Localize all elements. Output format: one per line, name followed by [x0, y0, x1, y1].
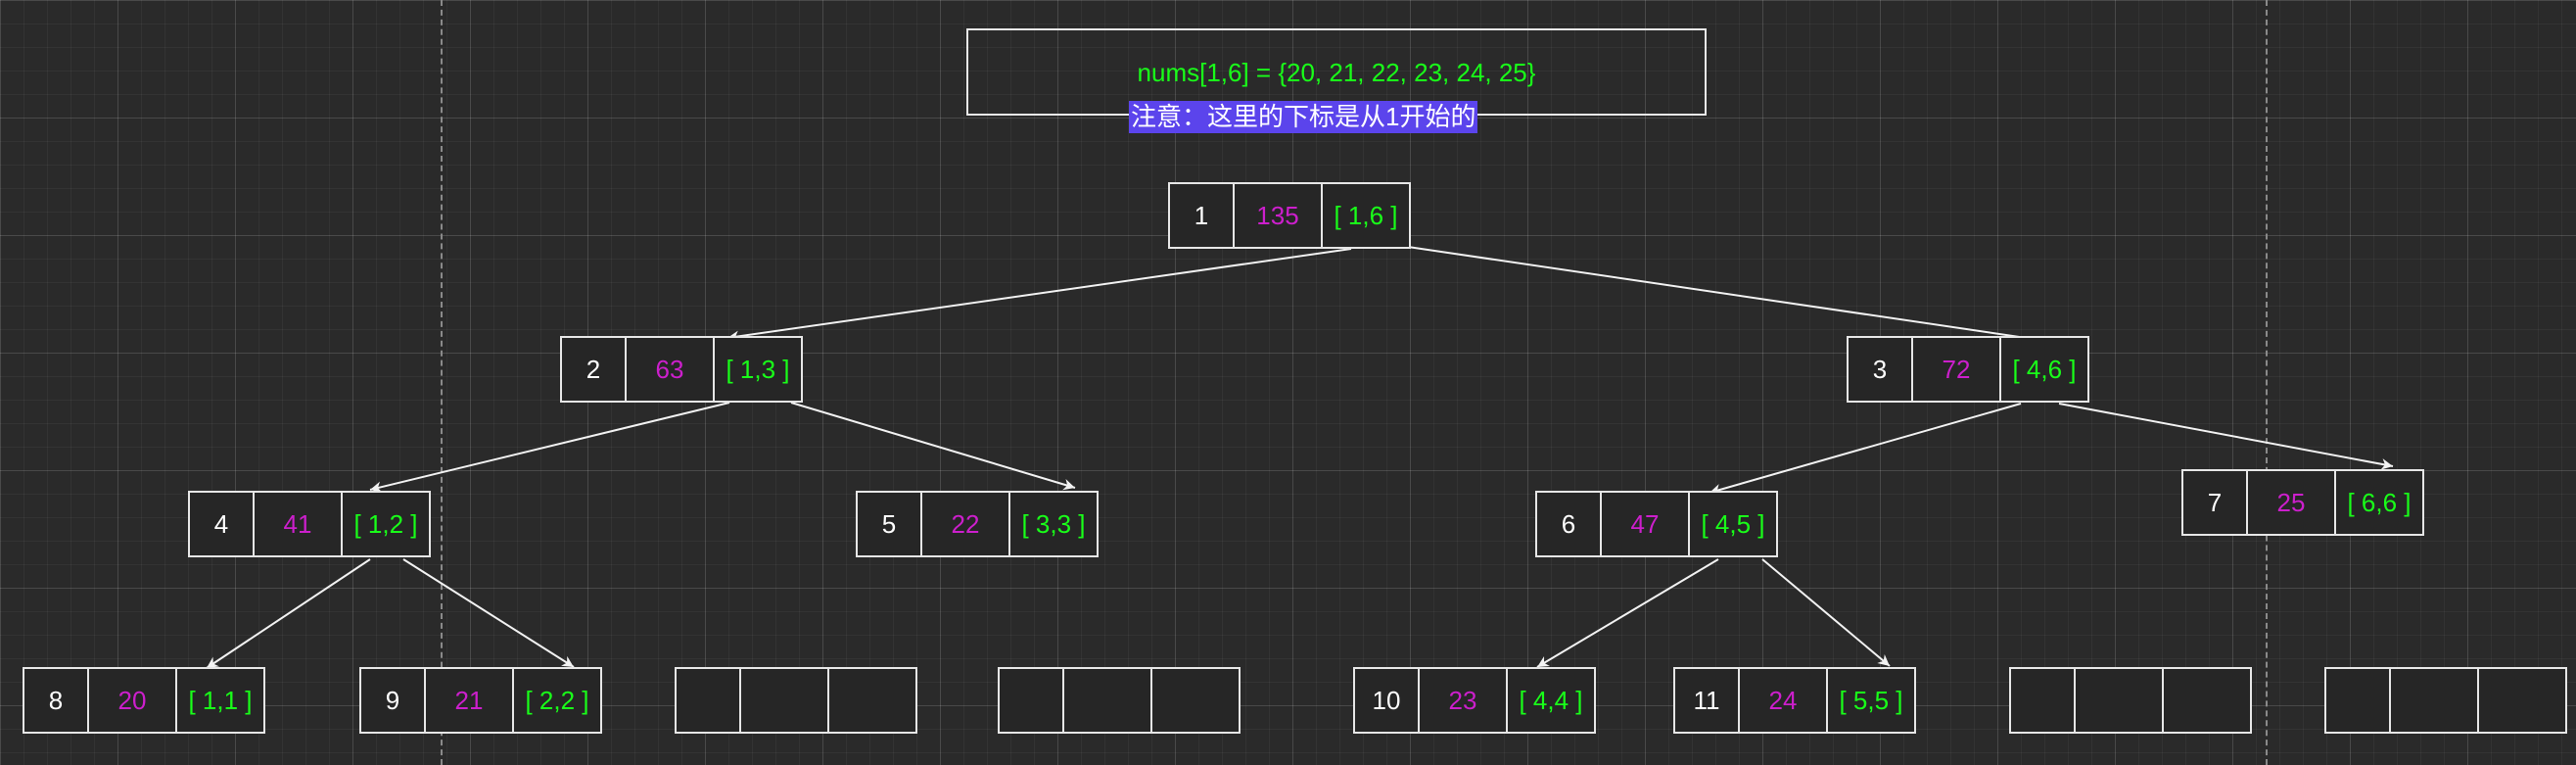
empty-cell: [2074, 667, 2164, 734]
empty-cell: [2477, 667, 2567, 734]
empty-cell: [1062, 667, 1152, 734]
empty-node-slot: [2324, 667, 2567, 734]
empty-cell: [2162, 667, 2252, 734]
guide-line-right: [2266, 0, 2268, 765]
node-range: [ 4,4 ]: [1506, 667, 1596, 734]
node-sum: 20: [87, 667, 177, 734]
edge-4-9: [402, 558, 575, 668]
empty-cell: [2009, 667, 2076, 734]
index-note: 注意：这里的下标是从1开始的: [1129, 101, 1478, 133]
node-index: 11: [1673, 667, 1740, 734]
node-index: 4: [188, 491, 255, 557]
node-index: 7: [2181, 469, 2248, 536]
node-range: [ 1,2 ]: [341, 491, 431, 557]
node-index: 1: [1168, 182, 1235, 249]
array-label: nums[1,6] = {20, 21, 22, 23, 24, 25}: [1137, 58, 1536, 87]
empty-cell: [739, 667, 829, 734]
node-index: 6: [1535, 491, 1602, 557]
node-sum: 22: [920, 491, 1010, 557]
node-range: [ 1,1 ]: [175, 667, 265, 734]
tree-node-7: 7 25 [ 6,6 ]: [2181, 469, 2424, 536]
node-sum: 25: [2246, 469, 2336, 536]
empty-cell: [1150, 667, 1241, 734]
node-sum: 41: [253, 491, 343, 557]
node-sum: 24: [1738, 667, 1828, 734]
tree-node-10: 10 23 [ 4,4 ]: [1353, 667, 1596, 734]
node-sum: 63: [625, 336, 715, 403]
tree-node-1: 1 135 [ 1,6 ]: [1168, 182, 1411, 249]
empty-cell: [2324, 667, 2391, 734]
guide-line-left: [441, 0, 443, 765]
node-range: [ 6,6 ]: [2334, 469, 2424, 536]
edge-6-10: [1536, 558, 1719, 668]
node-index: 2: [560, 336, 627, 403]
empty-node-slot: [2009, 667, 2252, 734]
edge-1-2: [726, 248, 1352, 343]
tree-node-8: 8 20 [ 1,1 ]: [23, 667, 265, 734]
edge-2-5: [790, 402, 1076, 491]
node-range: [ 1,6 ]: [1321, 182, 1411, 249]
array-box: nums[1,6] = {20, 21, 22, 23, 24, 25}: [966, 28, 1707, 116]
empty-cell: [675, 667, 741, 734]
node-sum: 72: [1911, 336, 2001, 403]
node-range: [ 2,2 ]: [512, 667, 602, 734]
node-index: 3: [1847, 336, 1913, 403]
node-index: 9: [359, 667, 426, 734]
node-sum: 47: [1600, 491, 1690, 557]
tree-node-11: 11 24 [ 5,5 ]: [1673, 667, 1916, 734]
node-index: 8: [23, 667, 89, 734]
empty-cell: [2389, 667, 2479, 734]
node-index: 10: [1353, 667, 1420, 734]
edge-2-4: [369, 402, 730, 493]
edge-3-6: [1709, 403, 2022, 496]
empty-cell: [998, 667, 1064, 734]
node-range: [ 5,5 ]: [1826, 667, 1916, 734]
empty-node-slot: [675, 667, 917, 734]
tree-node-5: 5 22 [ 3,3 ]: [856, 491, 1099, 557]
node-range: [ 4,6 ]: [1999, 336, 2089, 403]
node-range: [ 4,5 ]: [1688, 491, 1778, 557]
tree-node-9: 9 21 [ 2,2 ]: [359, 667, 602, 734]
edge-1-3: [1407, 246, 2067, 349]
tree-node-4: 4 41 [ 1,2 ]: [188, 491, 431, 557]
tree-node-6: 6 47 [ 4,5 ]: [1535, 491, 1778, 557]
tree-node-2: 2 63 [ 1,3 ]: [560, 336, 803, 403]
empty-cell: [827, 667, 917, 734]
node-sum: 135: [1233, 182, 1323, 249]
tree-node-3: 3 72 [ 4,6 ]: [1847, 336, 2089, 403]
node-index: 5: [856, 491, 922, 557]
node-range: [ 1,3 ]: [713, 336, 803, 403]
empty-node-slot: [998, 667, 1241, 734]
node-sum: 21: [424, 667, 514, 734]
edge-4-8: [206, 558, 371, 669]
node-range: [ 3,3 ]: [1008, 491, 1099, 557]
edge-3-7: [2058, 403, 2394, 470]
node-sum: 23: [1418, 667, 1508, 734]
edge-6-11: [1761, 558, 1891, 667]
